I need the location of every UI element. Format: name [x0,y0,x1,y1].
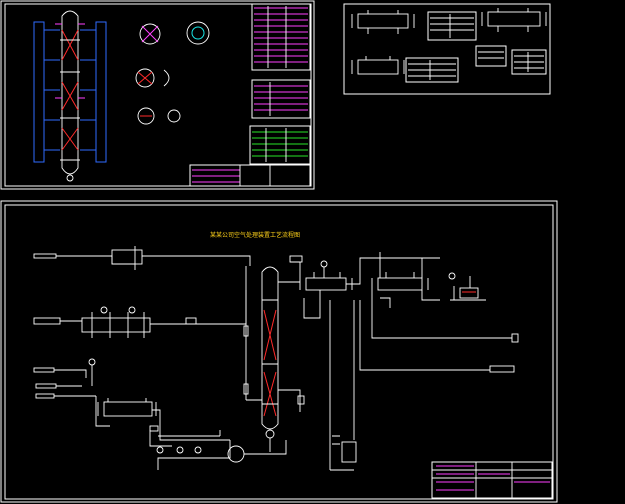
right-exchanger [359,252,519,373]
sheet-heat-exchangers[interactable] [343,3,551,95]
flow-title: 某某公司空气处理装置工艺流程图 [210,231,300,239]
reboiler-riser [329,300,357,471]
exchanger-4-table [475,45,547,75]
exchanger-3 [351,56,405,75]
bottom-pump-line [149,425,287,470]
overhead-condenser [289,255,440,319]
spec-table-middle [251,79,311,119]
main-column [243,266,305,439]
sheet-flow-inner-border [4,204,554,500]
sheet-column-inner-border [4,3,312,187]
exchanger-1 [351,10,415,34]
sheet-process-flow[interactable]: 某某公司空气处理装置工艺流程图 [0,200,558,503]
detail-views [135,21,210,125]
feed-lines-left [33,246,251,399]
sheet-flow-border [0,200,558,503]
lower-exchanger [88,358,230,441]
title-block-flow [431,461,553,499]
column-body [55,10,85,182]
exchanger-2 [481,8,547,32]
right-instrument-loop [448,272,486,301]
exchanger-1-table [427,11,477,41]
compressor-train [81,290,247,338]
spec-table-top [251,3,311,71]
exchanger-3-table [405,57,459,83]
title-block-column [189,164,311,187]
sheet-column-border [0,0,315,190]
column-blue-outline [33,21,107,163]
sheet-exchanger-border [343,3,551,95]
spec-table-bottom [249,125,311,165]
sheet-column-equipment[interactable] [0,0,315,190]
